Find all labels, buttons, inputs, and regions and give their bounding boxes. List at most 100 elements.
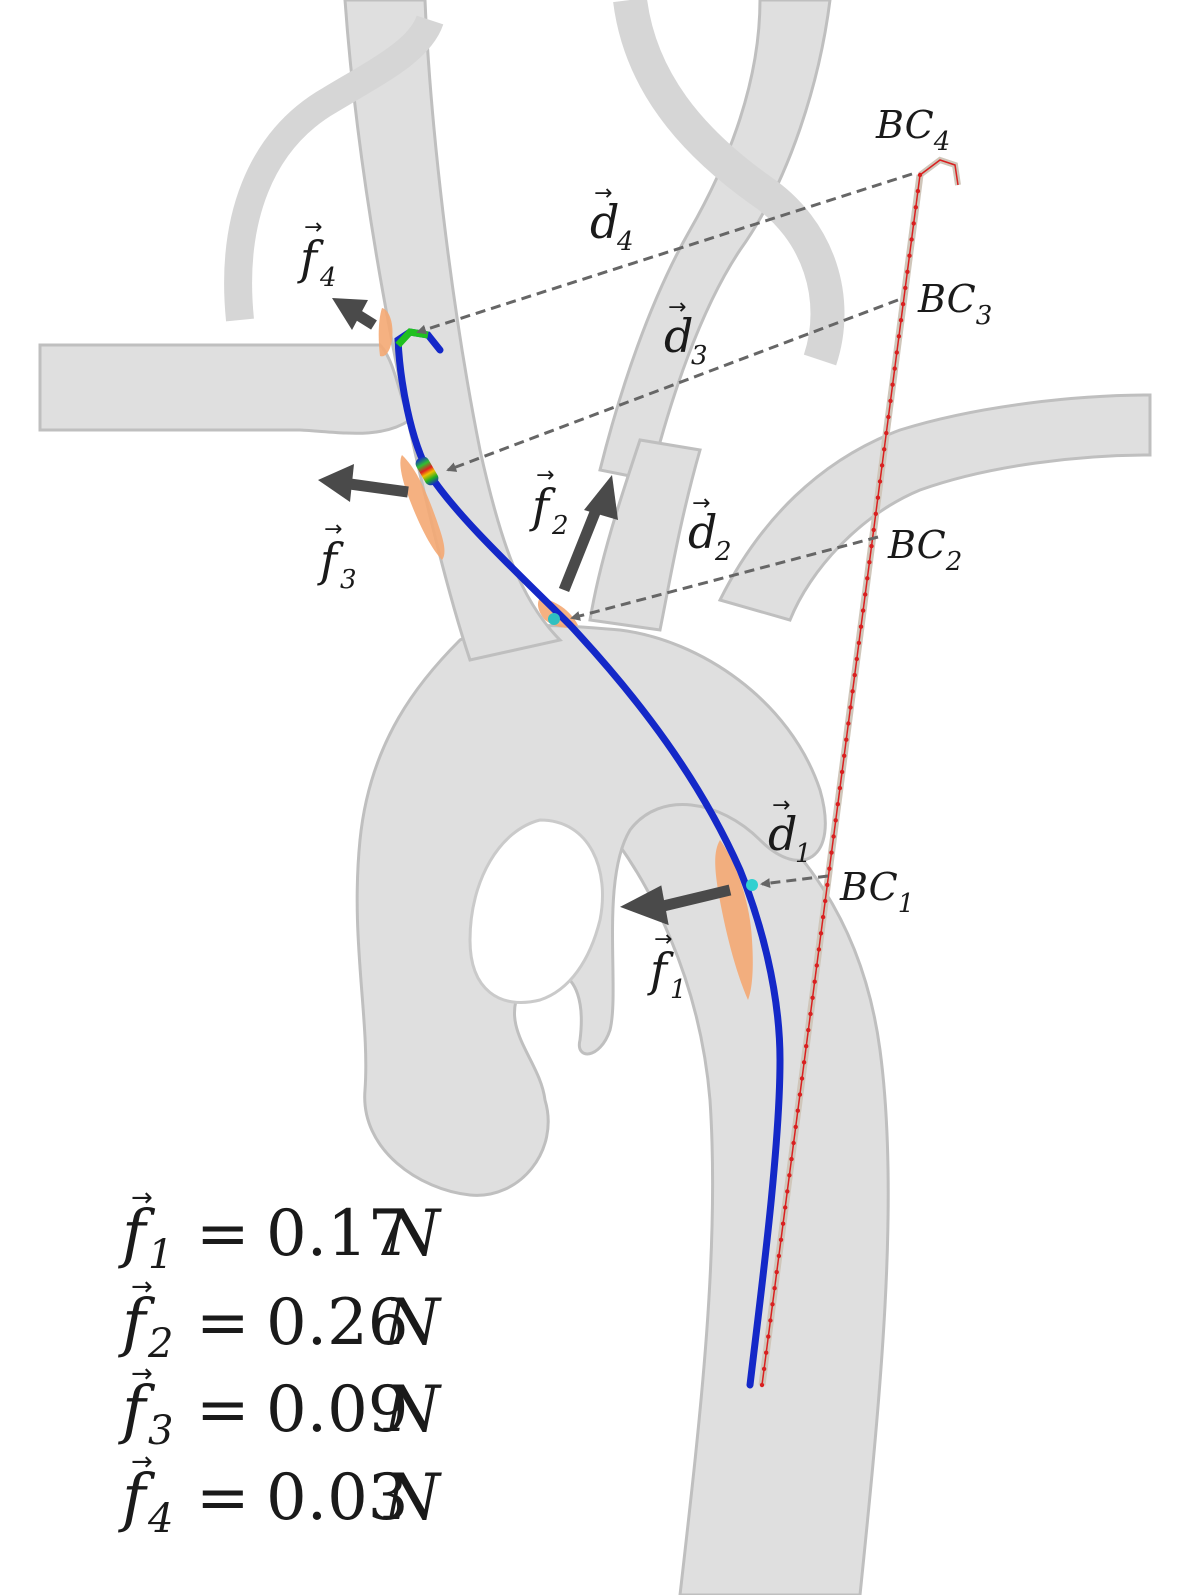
reference-rod-node xyxy=(852,672,857,678)
guidewire-stress-1 xyxy=(746,879,758,891)
reference-rod-node xyxy=(850,689,855,694)
subclavian-branch-right xyxy=(717,393,1152,622)
svg-text:→: → xyxy=(131,1447,153,1477)
reference-rod-node xyxy=(884,430,889,436)
contact-patch-1 xyxy=(715,840,753,1000)
reference-rod-node xyxy=(820,914,826,920)
svg-text:0.09: 0.09 xyxy=(266,1373,409,1447)
svg-text:3: 3 xyxy=(148,1408,173,1454)
svg-text:=: = xyxy=(196,1373,250,1447)
reference-rod-node xyxy=(766,1334,771,1339)
svg-text:d: d xyxy=(768,807,797,861)
displacement-lines xyxy=(416,172,913,889)
svg-text:→: → xyxy=(692,491,710,516)
reference-rod-node xyxy=(808,1011,813,1017)
displacement-label-2: d 2 → xyxy=(688,491,732,567)
reference-rod-node xyxy=(761,1366,767,1372)
reference-rod-node xyxy=(791,1140,796,1146)
svg-text:1: 1 xyxy=(670,975,687,1005)
reference-rod-node xyxy=(842,753,847,758)
reference-rod-node xyxy=(776,1253,782,1259)
reference-rod-node xyxy=(882,447,887,452)
displacement-label-3: d 3 → xyxy=(664,295,708,371)
subclavian-branch-left xyxy=(38,343,412,435)
svg-text:→: → xyxy=(654,927,672,952)
svg-text:2: 2 xyxy=(714,537,732,567)
svg-text:N: N xyxy=(382,1197,442,1271)
reference-rod-node xyxy=(865,576,870,581)
force-value-row-3: → f 3 = 0.09 N xyxy=(118,1359,442,1454)
force-value-row-4: → f 4 = 0.03 N xyxy=(118,1447,442,1542)
force-label-2: f 2 → xyxy=(529,463,569,541)
force-arrows xyxy=(318,298,732,926)
reference-rod-node xyxy=(772,1286,777,1291)
reference-rod-node xyxy=(831,834,836,839)
svg-text:0.03: 0.03 xyxy=(266,1461,409,1535)
reference-rod-node xyxy=(858,624,864,629)
reference-rod-node xyxy=(768,1318,773,1323)
reference-rod-node xyxy=(863,592,868,597)
reference-rod-line xyxy=(761,174,921,1386)
svg-text:4: 4 xyxy=(319,263,337,293)
svg-text:→: → xyxy=(668,295,686,320)
svg-text:=: = xyxy=(196,1197,250,1271)
reference-rod-node xyxy=(810,995,815,1000)
reference-rod-node xyxy=(785,1189,790,1194)
svg-text:1: 1 xyxy=(148,1232,173,1278)
reference-rod-node xyxy=(903,285,908,291)
reference-rod-node xyxy=(898,318,904,323)
reference-rod-node xyxy=(799,1076,805,1081)
displacement-line-2 xyxy=(570,535,879,621)
reference-rod-node xyxy=(812,979,817,984)
svg-text:d: d xyxy=(590,195,619,249)
brachiocephalic-branch xyxy=(588,438,702,632)
reference-rod-node xyxy=(913,205,918,210)
svg-text:4: 4 xyxy=(616,227,634,257)
reference-rod-node xyxy=(854,656,859,662)
svg-text:1: 1 xyxy=(795,839,812,869)
displacement-label-1: d 1 → xyxy=(768,793,812,869)
svg-text:N: N xyxy=(382,1286,442,1360)
contact-patch-4 xyxy=(378,308,393,357)
reference-rod-nodes xyxy=(759,172,923,1388)
reference-rod-node xyxy=(827,866,832,871)
reference-rod-node xyxy=(833,818,838,823)
bc-label-1: BC1 xyxy=(839,865,914,919)
reference-rod-node xyxy=(823,898,828,904)
reference-rod-node xyxy=(846,721,851,726)
force-labels: f 1 → f 2 → f 3 → f 4 → xyxy=(297,215,687,1005)
svg-text:→: → xyxy=(772,793,790,818)
reference-rod-node xyxy=(814,963,819,968)
svg-text:3: 3 xyxy=(691,341,708,371)
guidewire-stress-2 xyxy=(548,613,560,625)
reference-rod-node xyxy=(909,237,914,242)
reference-rod-node xyxy=(797,1092,803,1097)
reference-rod-node xyxy=(844,737,849,742)
svg-text:4: 4 xyxy=(147,1496,173,1542)
reference-rod-node xyxy=(894,350,899,355)
reference-rod xyxy=(758,156,961,1388)
reference-rod-node xyxy=(816,947,822,952)
reference-rod-node xyxy=(829,850,834,855)
left-carotid-vessel xyxy=(343,0,563,662)
svg-text:2: 2 xyxy=(147,1321,173,1367)
reference-rod-node xyxy=(867,560,872,565)
reference-rod-node xyxy=(795,1108,800,1113)
bc-labels: BC1 BC2 BC3 BC4 xyxy=(839,103,992,919)
force-label-1: f 1 → xyxy=(647,927,687,1005)
reference-rod-node xyxy=(871,527,876,533)
reference-rod-node xyxy=(860,608,866,613)
reference-rod-node xyxy=(783,1205,788,1210)
reference-rod-node xyxy=(825,882,830,888)
force-values-legend: → f 1 = 0.17 N → f 2 = 0.26 N → f 3 = 0.… xyxy=(118,1183,442,1542)
reference-rod-node xyxy=(911,221,916,226)
reference-rod-node xyxy=(905,269,910,274)
contact-patch-3 xyxy=(400,455,445,560)
reference-rod-node xyxy=(869,543,874,549)
displacement-labels: d 1 → d 2 → d 3 → d 4 → xyxy=(590,181,812,869)
arch-lumen-gap xyxy=(468,818,604,1004)
force-arrow-2 xyxy=(558,475,618,593)
guidewire-stress-3 xyxy=(415,456,439,486)
displacement-line-4 xyxy=(416,172,913,335)
